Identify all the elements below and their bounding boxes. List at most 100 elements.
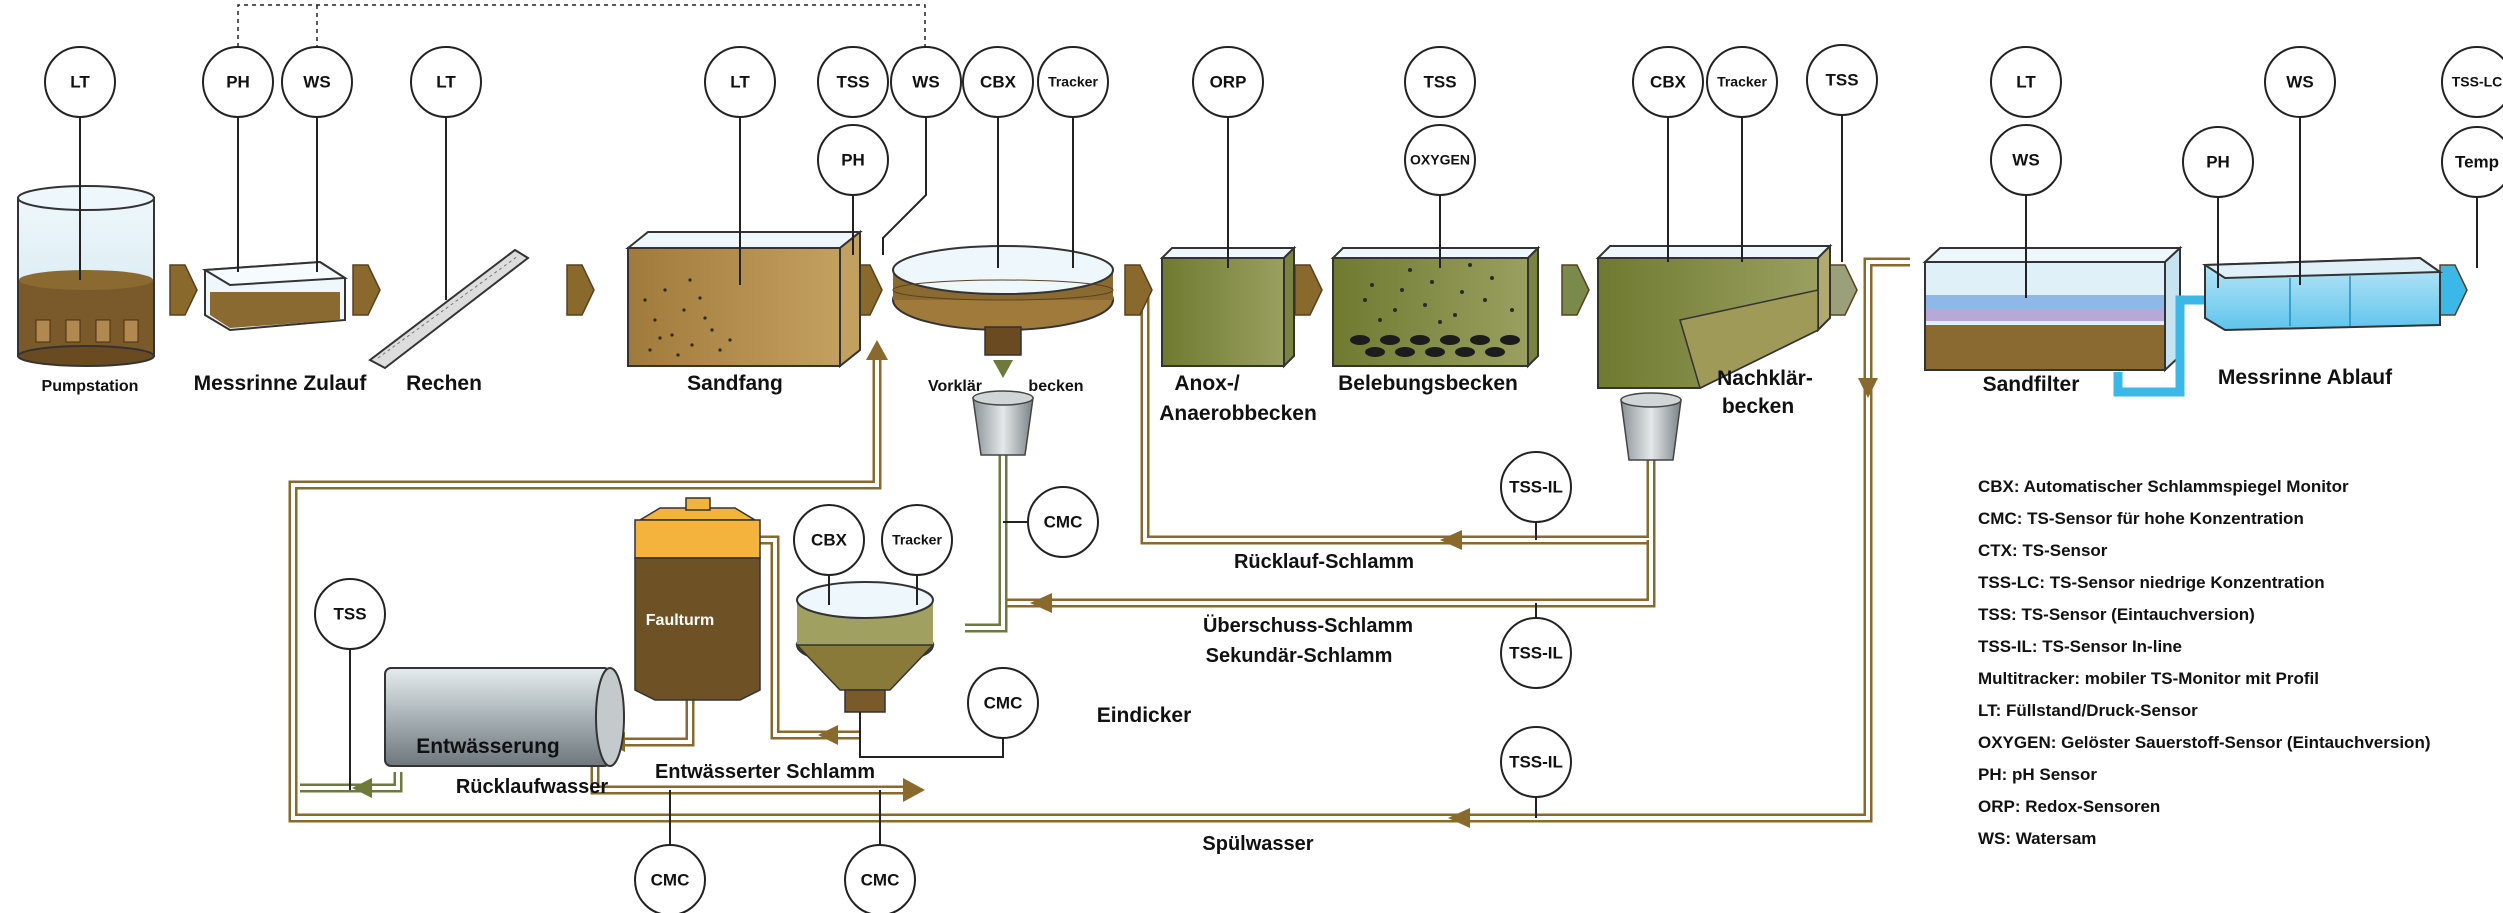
sensor-label: LT [730,72,750,91]
sensor-label: ORP [1210,72,1247,91]
sensor-cmc-eindicker: CMC [967,667,1039,739]
arrow-spuelwasser-left [1448,808,1470,828]
sensor-tss-entwaesserung: TSS [314,578,386,650]
sensor-ws-ablauf: WS [2264,46,2336,118]
sensor-label: LT [2016,72,2036,91]
label-ruecklauf-schlamm: Rücklauf-Schlamm [1234,551,1414,573]
sensor-label: TSS-IL [1509,643,1563,662]
arrow-ueberschuss-left [1030,593,1052,613]
label-sandfang: Sandfang [687,372,783,395]
sensor-label: WS [2012,150,2039,169]
legend-item: ORP: Redox-Sensoren [1978,797,2160,816]
sensor-label: CMC [651,870,690,889]
legend-item: Multitracker: mobiler TS-Monitor mit Pro… [1978,669,2319,688]
sensor-label: LT [70,72,90,91]
sensor-label: CBX [1650,72,1687,91]
sandfang [625,229,863,369]
legend-item: WS: Watersam [1978,829,2096,848]
sensor-label: PH [2206,152,2230,171]
arrow-ruecklauf-left [1440,530,1462,550]
main-flow-arrows [169,264,2468,316]
label-spuelwasser: Spülwasser [1202,833,1313,855]
sensor-label: TSS-IL [1509,752,1563,771]
sensor-label: Tracker [1048,74,1098,90]
flow-arrow-5 [1124,264,1153,316]
sandfang-tank [627,247,841,367]
nachklaer-hopper [1620,399,1682,461]
label-belebung: Belebungsbecken [1338,372,1518,395]
sensor-label: Tracker [892,532,942,548]
label-messrinne-ablauf: Messrinne Ablauf [2218,366,2393,389]
sensor-tss-il-ruecklauf: TSS-IL [1500,451,1572,523]
sensor-label: TSS [333,604,366,623]
sensor-lt-rechen: LT [410,46,482,118]
label-anox-1: Anox-/ [1174,372,1239,395]
sensor-tss-il-spuelwasser: TSS-IL [1500,726,1572,798]
flow-arrow-7 [1561,264,1590,316]
sandfilter [1922,245,2210,397]
sensor-cmc-entwaesserung-1: CMC [634,844,706,913]
label-pumpstation: Pumpstation [42,378,139,395]
label-entwaesserung: Entwässerung [416,735,560,758]
sensor-tss-lc-ablauf: TSS-LC [2441,46,2503,118]
anox-anaerobbecken [1159,245,1297,369]
legend-item: TSS-LC: TS-Sensor niedrige Konzentration [1978,573,2325,592]
label-vorklaer-b: becken [1028,378,1083,395]
anox-tank [1161,257,1285,367]
sensor-label: TSS [1423,72,1456,91]
arrow-schlamm-right [903,778,925,802]
sensor-ws-zulauf: WS [281,46,353,118]
legend-item: TSS-IL: TS-Sensor In-line [1978,637,2182,656]
sensor-tss-il-ueberschuss: TSS-IL [1500,617,1572,689]
sensor-lt-pumpstation: LT [44,46,116,118]
label-ueberschuss-schlamm: Überschuss-Schlamm [1203,614,1413,637]
label-sandfilter: Sandfilter [1983,373,2080,396]
sensor-ph-zulauf: PH [202,46,274,118]
label-vorklaer-a: Vorklär [928,378,982,395]
entwaesserung [384,667,625,767]
messrinne-zulauf [201,260,349,332]
label-nachklaer-2: becken [1722,395,1794,418]
sensor-cmc-entwaesserung-2: CMC [844,844,916,913]
sensor-tracker-eindicker: Tracker [881,504,953,576]
sensor-label: TSS-IL [1509,477,1563,496]
sensor-cmc-vorklaer: CMC [1027,486,1099,558]
legend: CBX: Automatischer Schlammspiegel Monito… [1978,477,2430,848]
sensor-cbx-nachklaer: CBX [1632,46,1704,118]
rechen [368,248,530,370]
sensor-temp-ablauf: Temp [2441,126,2503,198]
sensor-label: CBX [811,530,848,549]
sensor-label: Temp [2455,152,2499,171]
sensor-label: LT [436,72,456,91]
sensor-lt-sandfilter: LT [1990,46,2062,118]
sensor-cbx-eindicker: CBX [793,504,865,576]
sensor-tracker-vorklaer: Tracker [1037,46,1109,118]
arrow-spuelwasser-up [866,340,888,360]
legend-item: CTX: TS-Sensor [1978,541,2108,560]
sensor-label: TSS-LC [2452,74,2503,90]
sensor-label: CMC [861,870,900,889]
arrow-spuelwasser-down [1858,378,1878,398]
sensor-label: Tracker [1717,74,1767,90]
legend-item: PH: pH Sensor [1978,765,2097,784]
sensor-lt-sandfang: LT [704,46,776,118]
label-messrinne-zulauf: Messrinne Zulauf [194,372,368,395]
label-nachklaer-1: Nachklär- [1717,367,1813,390]
sensor-label: CBX [980,72,1017,91]
nachklaerbecken [1595,243,1833,461]
legend-item: LT: Füllstand/Druck-Sensor [1978,701,2198,720]
sensor-oxygen-belebung: OXYGEN [1404,124,1476,196]
sensor-label: CMC [984,693,1023,712]
legend-item: TSS: TS-Sensor (Eintauchversion) [1978,605,2255,624]
pumpstation [17,185,155,367]
sensor-ph-vorklaer: PH [817,124,889,196]
sensor-label: TSS [1825,70,1858,89]
label-entwaesserter-schlamm: Entwässerter Schlamm [655,761,875,783]
eindicker [795,581,935,713]
flow-arrow-6 [1294,264,1323,316]
flow-arrow-3 [566,264,595,316]
sensor-label: PH [841,150,865,169]
sensor-label: OXYGEN [1410,152,1470,168]
sensor-tracker-nachklaer: Tracker [1706,46,1778,118]
